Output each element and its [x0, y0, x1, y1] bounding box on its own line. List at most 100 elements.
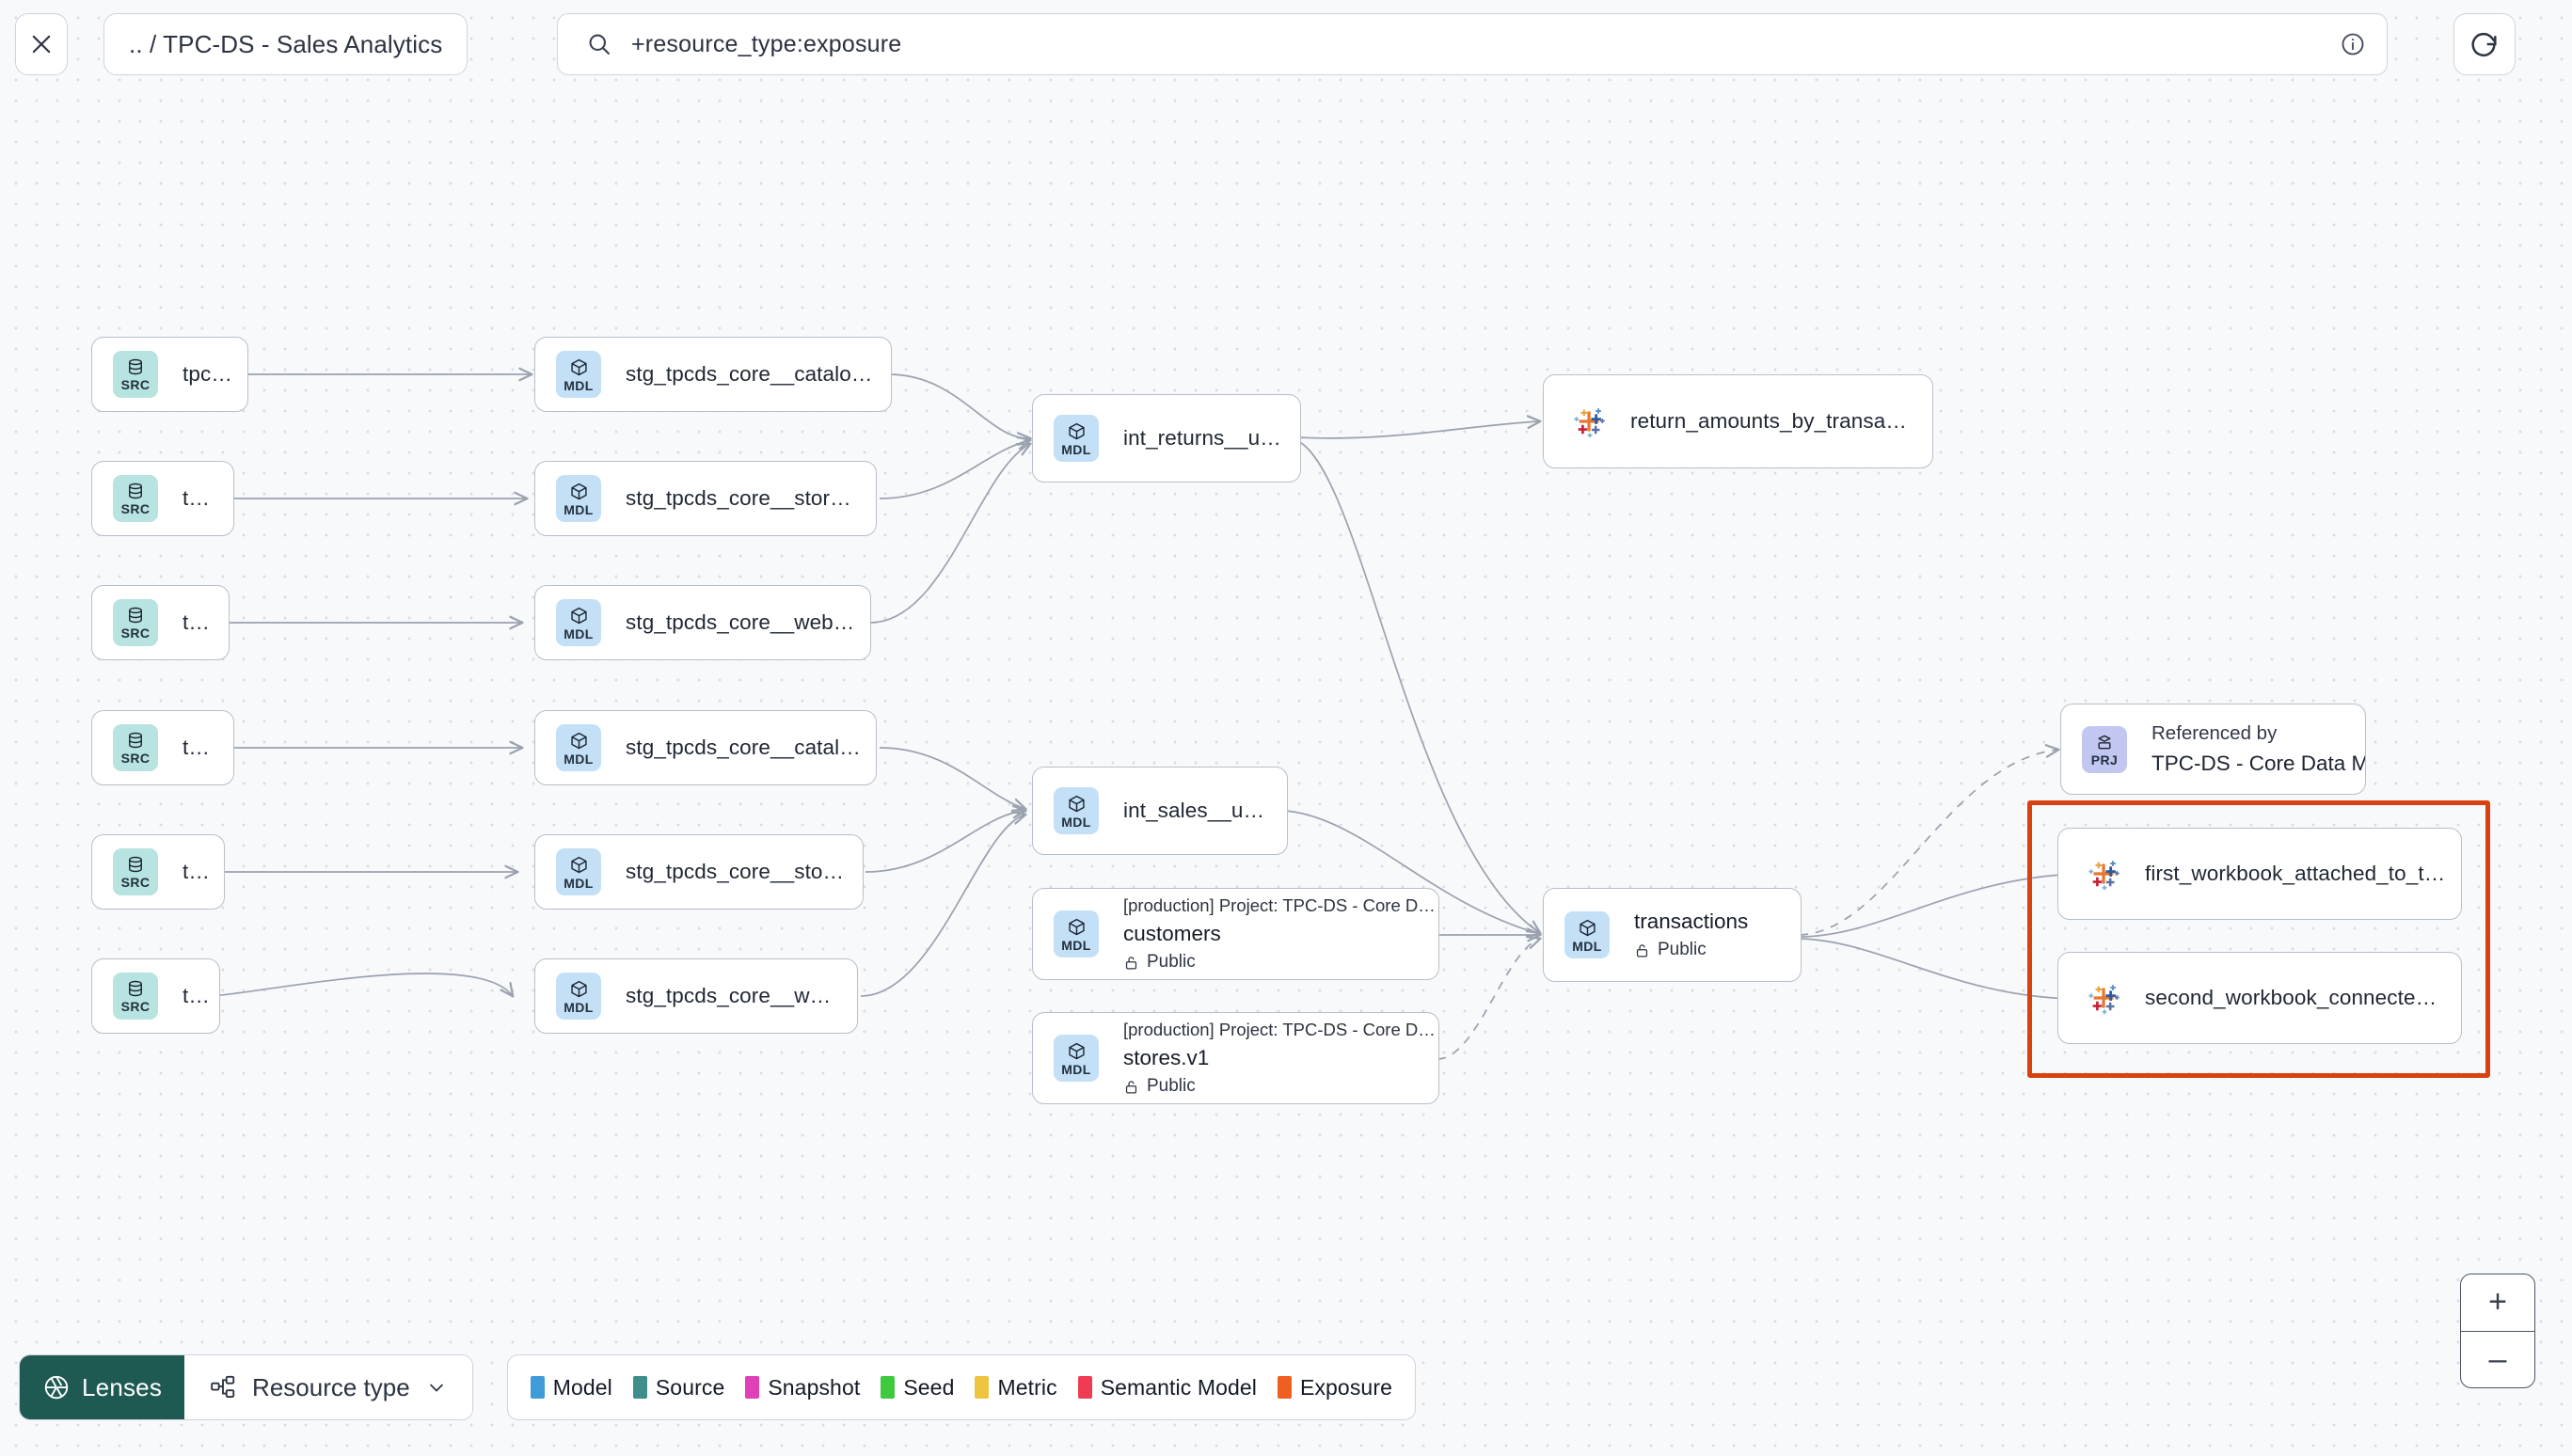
mdl-badge: MDL	[556, 848, 601, 895]
node-label: stores.v1	[1123, 1046, 1210, 1069]
src-badge: SRC	[113, 973, 158, 1020]
node-model[interactable]: MDL int_returns__unioned	[1032, 394, 1301, 483]
mdl-badge-label: MDL	[1061, 441, 1091, 457]
node-model[interactable]: MDL stg_tpcds_core__store_sales	[534, 834, 864, 910]
search-info-button[interactable]	[2340, 31, 2366, 57]
breadcrumb-label: .. / TPC-DS - Sales Analytics	[129, 29, 443, 58]
node-model[interactable]: MDL stg_tpcds_core__catalog_returns	[534, 337, 892, 412]
src-badge: SRC	[113, 724, 158, 771]
prj-badge-label: PRJ	[2090, 752, 2119, 768]
mdl-badge-label: MDL	[1061, 937, 1091, 953]
mdl-badge-label: MDL	[564, 751, 594, 767]
node-model-transactions[interactable]: MDL transactions Public	[1543, 888, 1802, 982]
resource-type-label: Resource type	[252, 1372, 410, 1401]
cube-icon	[1068, 918, 1085, 935]
node-model[interactable]: MDL stg_tpcds_core__store_returns	[534, 461, 877, 536]
lenses-button[interactable]: Lenses	[20, 1355, 185, 1419]
breadcrumb[interactable]: .. / TPC-DS - Sales Analytics	[103, 13, 468, 75]
node-model[interactable]: MDL stg_tpcds_core__catalog_sales	[534, 710, 877, 785]
node-label: return_amounts_by_transaction_type	[1630, 409, 1932, 433]
mdl-badge-label: MDL	[564, 501, 594, 517]
lens-control-group: Lenses Resource type	[19, 1354, 473, 1420]
src-badge: SRC	[113, 599, 158, 646]
mdl-badge: MDL	[1054, 415, 1099, 462]
node-label: tpcds_core.web_returns	[183, 610, 229, 634]
legend-swatch	[745, 1376, 760, 1399]
node-label: stg_tpcds_core__catalog_sales	[626, 736, 876, 759]
node-text-stack: Referenced by TPC-DS - Core Data Models	[2151, 722, 2365, 776]
cube-icon	[1579, 919, 1596, 936]
node-model[interactable]: MDL stg_tpcds_core__web_sales	[534, 958, 858, 1034]
node-label: stg_tpcds_core__catalog_returns	[626, 362, 891, 386]
node-source[interactable]: SRC tpcds_core.web_returns	[91, 585, 230, 660]
src-badge: SRC	[113, 351, 158, 398]
close-icon	[32, 35, 51, 54]
mdl-badge-label: MDL	[564, 875, 594, 891]
legend-item-model: Model	[530, 1374, 612, 1401]
node-source[interactable]: SRC tpcds_core.store_returns	[91, 461, 234, 536]
node-exposure[interactable]: first_workbook_attached_to_tpc-ds_-_…	[2057, 828, 2462, 920]
resource-type-legend: Model Source Snapshot Seed Metric Semant…	[506, 1354, 1416, 1420]
node-text-stack: transactions Public	[1634, 910, 1748, 960]
cube-icon	[1068, 795, 1085, 812]
search-input[interactable]: +resource_type:exposure	[631, 30, 902, 57]
search-bar[interactable]: +resource_type:exposure	[557, 13, 2388, 75]
tableau-icon	[2087, 856, 2122, 892]
node-label: tpcds_core.web_sales	[183, 984, 219, 1007]
node-project-meta: [production] Project: TPC-DS - Core Data…	[1123, 1020, 1438, 1039]
cube-icon	[570, 980, 587, 997]
mdl-badge: MDL	[1564, 911, 1610, 958]
mdl-badge-label: MDL	[1061, 1061, 1091, 1077]
mdl-badge-label: MDL	[1061, 814, 1091, 830]
node-source[interactable]: SRC tpcds_core.store_sales	[91, 834, 225, 910]
refresh-button[interactable]	[2453, 13, 2516, 75]
database-icon	[129, 732, 142, 749]
legend-label: Seed	[903, 1374, 955, 1400]
node-label: tpcds_core.store_sales	[183, 860, 224, 883]
tableau-icon	[1572, 404, 1608, 439]
prj-badge: PRJ	[2082, 725, 2127, 773]
zoom-out-button[interactable]: –	[2488, 1340, 2507, 1377]
node-exposure[interactable]: second_workbook_connected_to_live…	[2057, 952, 2462, 1044]
legend-item-seed: Seed	[881, 1375, 954, 1401]
node-project-reference[interactable]: PRJ Referenced by TPC-DS - Core Data Mod…	[2060, 704, 2366, 795]
node-model[interactable]: MDL int_sales__unioned	[1032, 767, 1288, 855]
database-icon	[129, 980, 142, 997]
legend-label: Semantic Model	[1100, 1374, 1257, 1400]
node-label: int_returns__unioned	[1123, 426, 1300, 450]
node-label: customers	[1123, 922, 1221, 945]
legend-label: Model	[552, 1374, 612, 1400]
node-model-project[interactable]: MDL [production] Project: TPC-DS - Core …	[1032, 888, 1439, 980]
aperture-icon	[44, 1375, 69, 1400]
top-toolbar: .. / TPC-DS - Sales Analytics +resource_…	[0, 0, 2572, 111]
legend-swatch	[881, 1376, 896, 1399]
zoom-in-button[interactable]: +	[2461, 1274, 2534, 1332]
src-badge-label: SRC	[120, 377, 151, 392]
mdl-badge: MDL	[1054, 787, 1099, 834]
legend-swatch	[632, 1376, 647, 1399]
resource-type-dropdown[interactable]: Resource type	[184, 1355, 472, 1419]
database-icon	[129, 856, 142, 873]
cube-icon	[570, 856, 587, 873]
src-badge-label: SRC	[120, 625, 151, 641]
node-label: second_workbook_connected_to_live…	[2145, 986, 2461, 1009]
legend-label: Source	[655, 1374, 725, 1400]
node-source[interactable]: SRC tpcds_core.catalog_returns	[91, 337, 248, 412]
node-model[interactable]: MDL stg_tpcds_core__web_returns	[534, 585, 871, 660]
mdl-badge: MDL	[1054, 910, 1099, 957]
legend-item-exposure: Exposure	[1278, 1375, 1392, 1401]
legend-swatch	[530, 1376, 545, 1399]
mdl-badge-label: MDL	[564, 377, 594, 393]
node-model-project[interactable]: MDL [production] Project: TPC-DS - Core …	[1032, 1012, 1439, 1104]
src-badge-label: SRC	[120, 875, 151, 890]
node-exposure[interactable]: return_amounts_by_transaction_type	[1543, 374, 1933, 468]
legend-label: Snapshot	[768, 1374, 861, 1400]
node-source[interactable]: SRC tpcds_core.web_sales	[91, 958, 220, 1034]
node-source[interactable]: SRC tpcds_core.catalog_sales	[91, 710, 234, 785]
cube-icon	[570, 607, 587, 624]
node-label: stg_tpcds_core__store_sales	[626, 860, 863, 883]
node-label: first_workbook_attached_to_tpc-ds_-_…	[2145, 862, 2461, 885]
database-icon	[129, 483, 142, 499]
close-button[interactable]	[15, 13, 68, 75]
